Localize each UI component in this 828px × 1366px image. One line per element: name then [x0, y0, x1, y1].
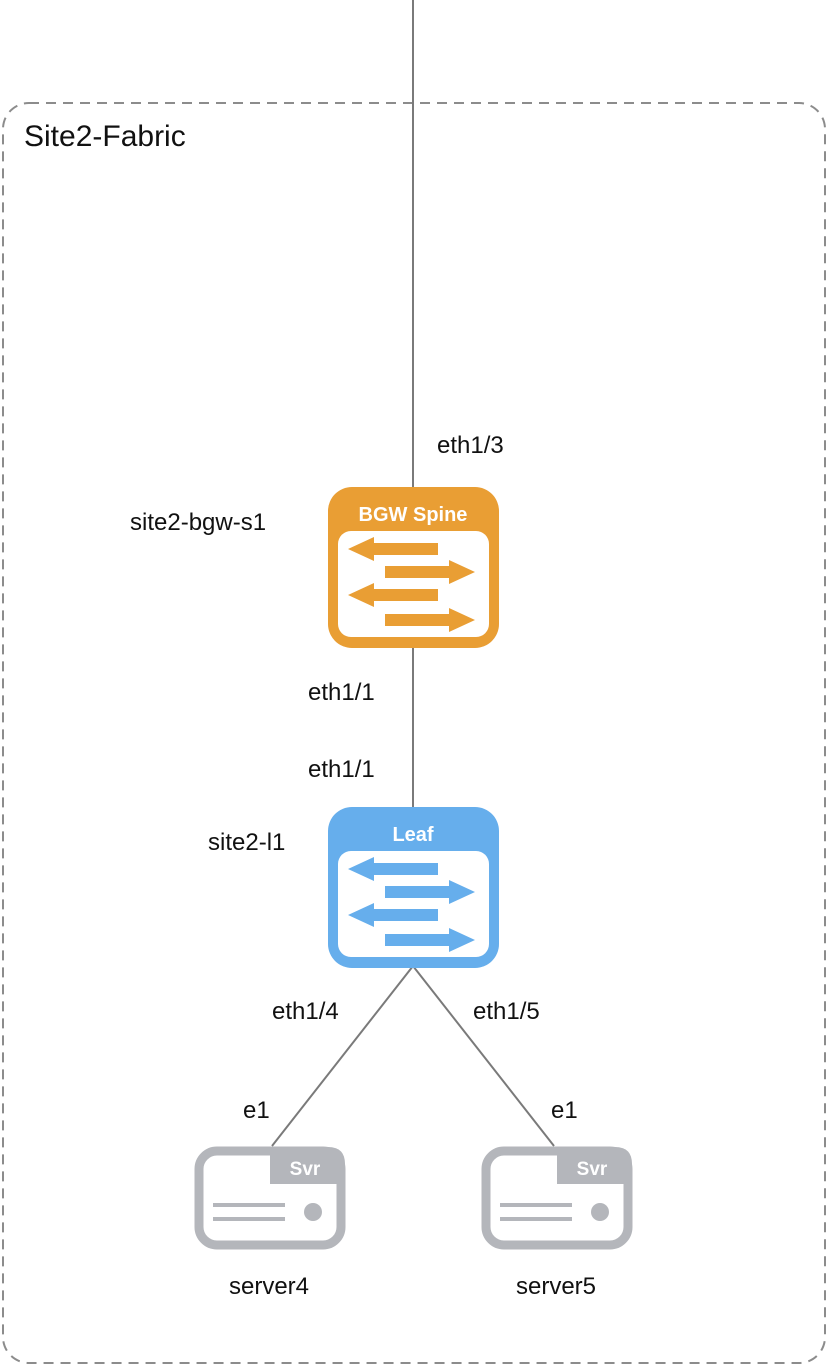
leaf-server4-link [271, 965, 414, 1147]
fabric-boundary [2, 102, 826, 1364]
server5-port-label: e1 [551, 1097, 578, 1124]
server5-badge-tab [557, 1147, 632, 1184]
leaf-server5-port-label: eth1/5 [473, 998, 540, 1025]
server4-badge-tab [270, 1147, 345, 1184]
leaf-badge: Leaf [392, 824, 433, 846]
server4-device[interactable]: Svr [194, 1146, 346, 1250]
server4-port-label: e1 [243, 1097, 270, 1124]
leaf-server5-link [412, 965, 555, 1147]
leaf-hostname: site2-l1 [208, 829, 285, 856]
leaf-server4-port-label: eth1/4 [272, 998, 339, 1025]
fabric-title: Site2-Fabric [24, 120, 186, 153]
spine-downlink-port-label: eth1/1 [308, 679, 375, 706]
server4-badge: Svr [290, 1159, 321, 1180]
spine-uplink-port-label: eth1/3 [437, 432, 504, 459]
leaf-device[interactable]: Leaf [328, 807, 499, 968]
leaf-uplink-port-label: eth1/1 [308, 756, 375, 783]
switch-arrows-icon [348, 857, 475, 952]
server-icon [500, 1203, 609, 1221]
server4-hostname: server4 [229, 1273, 309, 1300]
spine-device[interactable]: BGW Spine [328, 487, 499, 648]
server-icon [213, 1203, 322, 1221]
server5-badge: Svr [577, 1159, 608, 1180]
switch-arrows-icon [348, 537, 475, 632]
server5-hostname: server5 [516, 1273, 596, 1300]
spine-badge: BGW Spine [359, 504, 468, 526]
server5-device[interactable]: Svr [481, 1146, 633, 1250]
spine-hostname: site2-bgw-s1 [130, 509, 266, 536]
